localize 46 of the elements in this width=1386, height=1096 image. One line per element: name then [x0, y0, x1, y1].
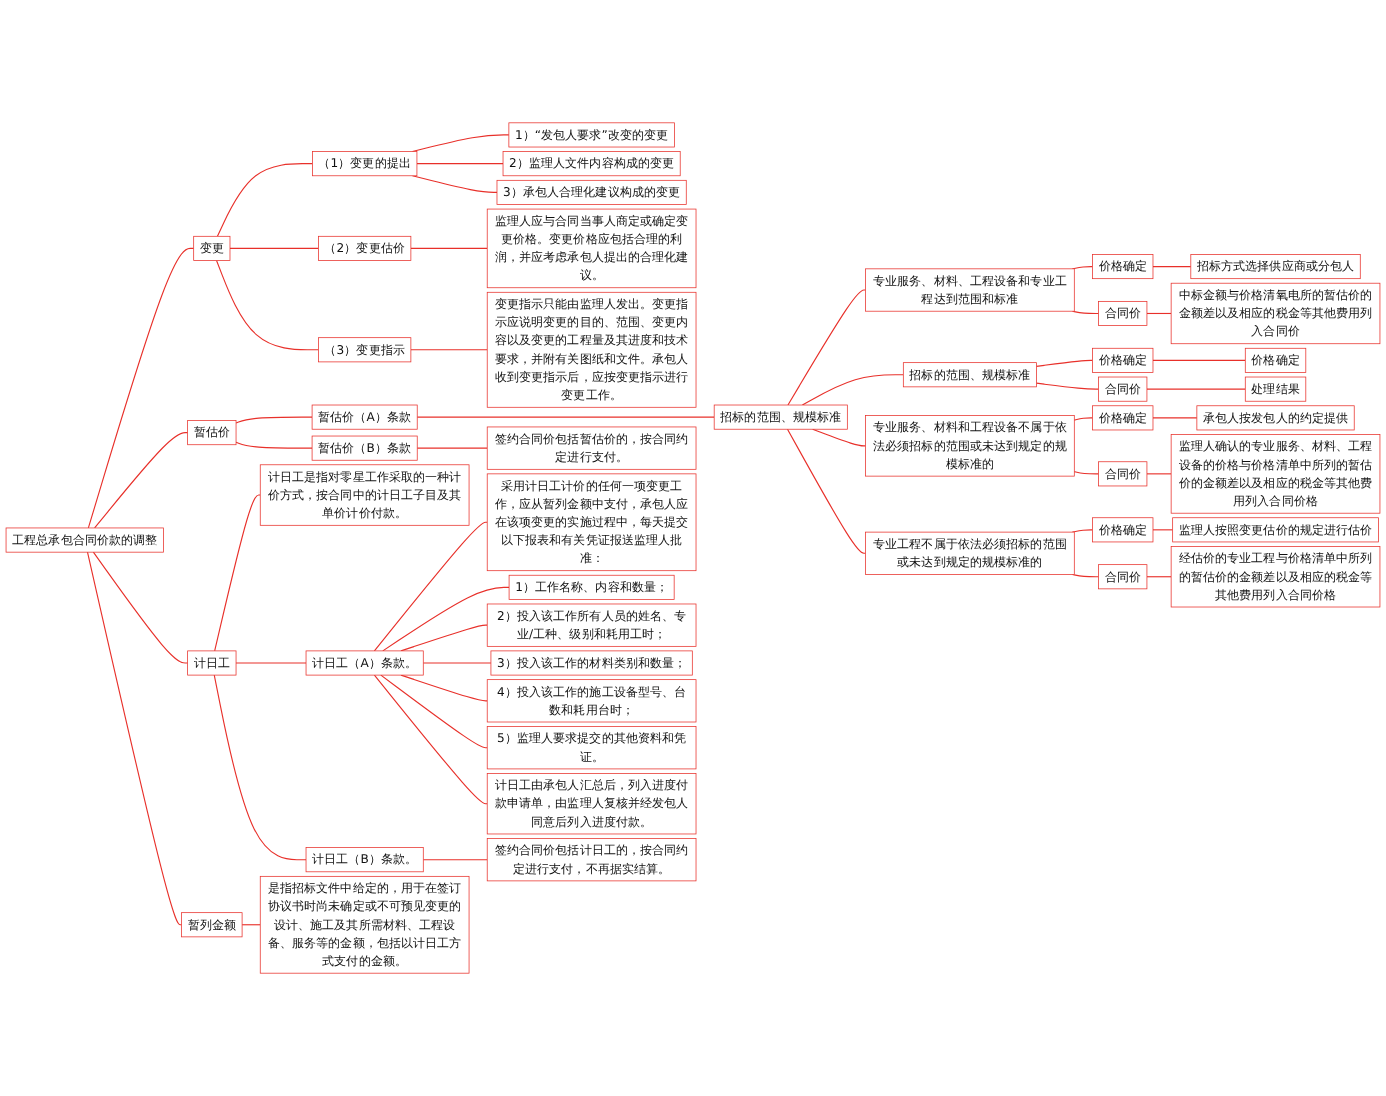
connector [1146, 473, 1172, 475]
connector [382, 586, 510, 652]
connector [86, 551, 183, 926]
connector [410, 349, 488, 351]
connector [1152, 266, 1192, 268]
connector [1073, 471, 1100, 475]
connector [411, 134, 510, 153]
connector [235, 662, 307, 664]
connector [1152, 529, 1174, 531]
connector [787, 289, 867, 406]
connector [422, 662, 492, 664]
connector [416, 163, 504, 165]
connector [1152, 417, 1198, 419]
connector [1073, 417, 1094, 421]
connector [1035, 359, 1094, 367]
connector [801, 374, 904, 406]
connector [87, 247, 195, 529]
connector [1035, 382, 1100, 390]
connector [1152, 359, 1246, 361]
connector [400, 674, 488, 702]
connector [1071, 573, 1100, 578]
connector [373, 521, 488, 652]
connector [812, 428, 867, 447]
connector [422, 859, 488, 861]
connector [400, 624, 488, 652]
connector [235, 441, 313, 449]
connector [1146, 312, 1172, 315]
connector [411, 175, 498, 193]
connector [92, 551, 189, 664]
connector [416, 447, 488, 449]
connector [235, 416, 313, 424]
connector [1071, 310, 1100, 315]
connector [1146, 388, 1246, 390]
connector [229, 247, 319, 249]
connector [410, 247, 488, 249]
connector [380, 674, 488, 749]
connector [373, 674, 488, 805]
connector [416, 416, 715, 418]
connector [214, 494, 261, 652]
connector [215, 259, 319, 351]
connector [786, 428, 867, 554]
connector [241, 924, 261, 926]
connector [94, 432, 189, 529]
connector [1146, 576, 1172, 578]
connector [213, 674, 307, 861]
connector [216, 163, 313, 237]
